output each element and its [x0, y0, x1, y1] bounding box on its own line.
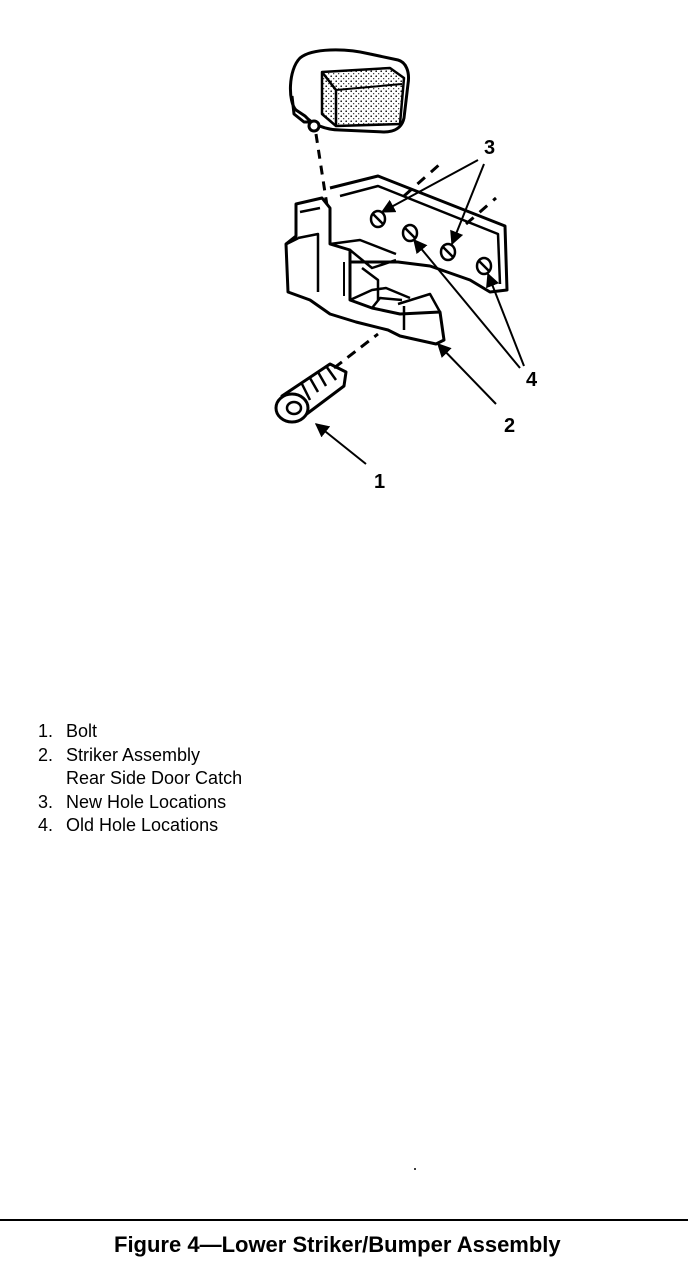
legend-label: Old Hole Locations	[66, 815, 219, 835]
striker-bracket	[284, 174, 509, 346]
legend-label: Rear Side Door Catch	[66, 768, 243, 788]
leader-2	[437, 342, 497, 405]
callout-4: 4	[526, 369, 538, 391]
bumper-part	[289, 48, 410, 134]
caption-divider	[0, 1219, 688, 1221]
leader-4a	[413, 238, 521, 369]
callout-1: 1	[374, 471, 385, 493]
callout-2: 2	[504, 415, 515, 437]
legend-item: 2. Striker Assembly	[38, 744, 242, 768]
leader-lines	[314, 159, 525, 465]
mounting-holes	[369, 209, 493, 276]
legend-item-continuation: Rear Side Door Catch	[38, 767, 242, 791]
leader-3b	[450, 163, 485, 246]
bolt-part	[274, 362, 348, 424]
bolt-alignment-line	[333, 332, 379, 370]
parts-legend: 1. Bolt 2. Striker Assembly Rear Side Do…	[38, 720, 242, 838]
legend-label: Bolt	[66, 721, 98, 741]
legend-label: New Hole Locations	[66, 791, 227, 812]
leader-3a	[380, 159, 479, 213]
callout-3: 3	[484, 137, 495, 159]
legend-number: 1.	[38, 721, 54, 741]
legend-label: Striker Assembly	[66, 744, 201, 765]
leader-4b	[486, 272, 525, 367]
stray-dot	[414, 1168, 416, 1170]
legend-number: 2.	[38, 744, 54, 765]
legend-item: 4. Old Hole Locations	[38, 814, 242, 838]
legend-number: 4.	[38, 815, 54, 835]
figure-caption: Figure 4—Lower Striker/Bumper Assembly	[114, 1232, 561, 1257]
legend-item: 3. New Hole Locations	[38, 791, 242, 815]
leader-1	[314, 423, 367, 465]
legend-item: 1. Bolt	[38, 720, 242, 744]
striker-assembly-illustration: 3 4 2 1	[274, 48, 538, 493]
bumper-alignment-line	[314, 133, 330, 213]
legend-number: 3.	[38, 791, 54, 812]
hole-alignment-dashes	[403, 162, 497, 226]
